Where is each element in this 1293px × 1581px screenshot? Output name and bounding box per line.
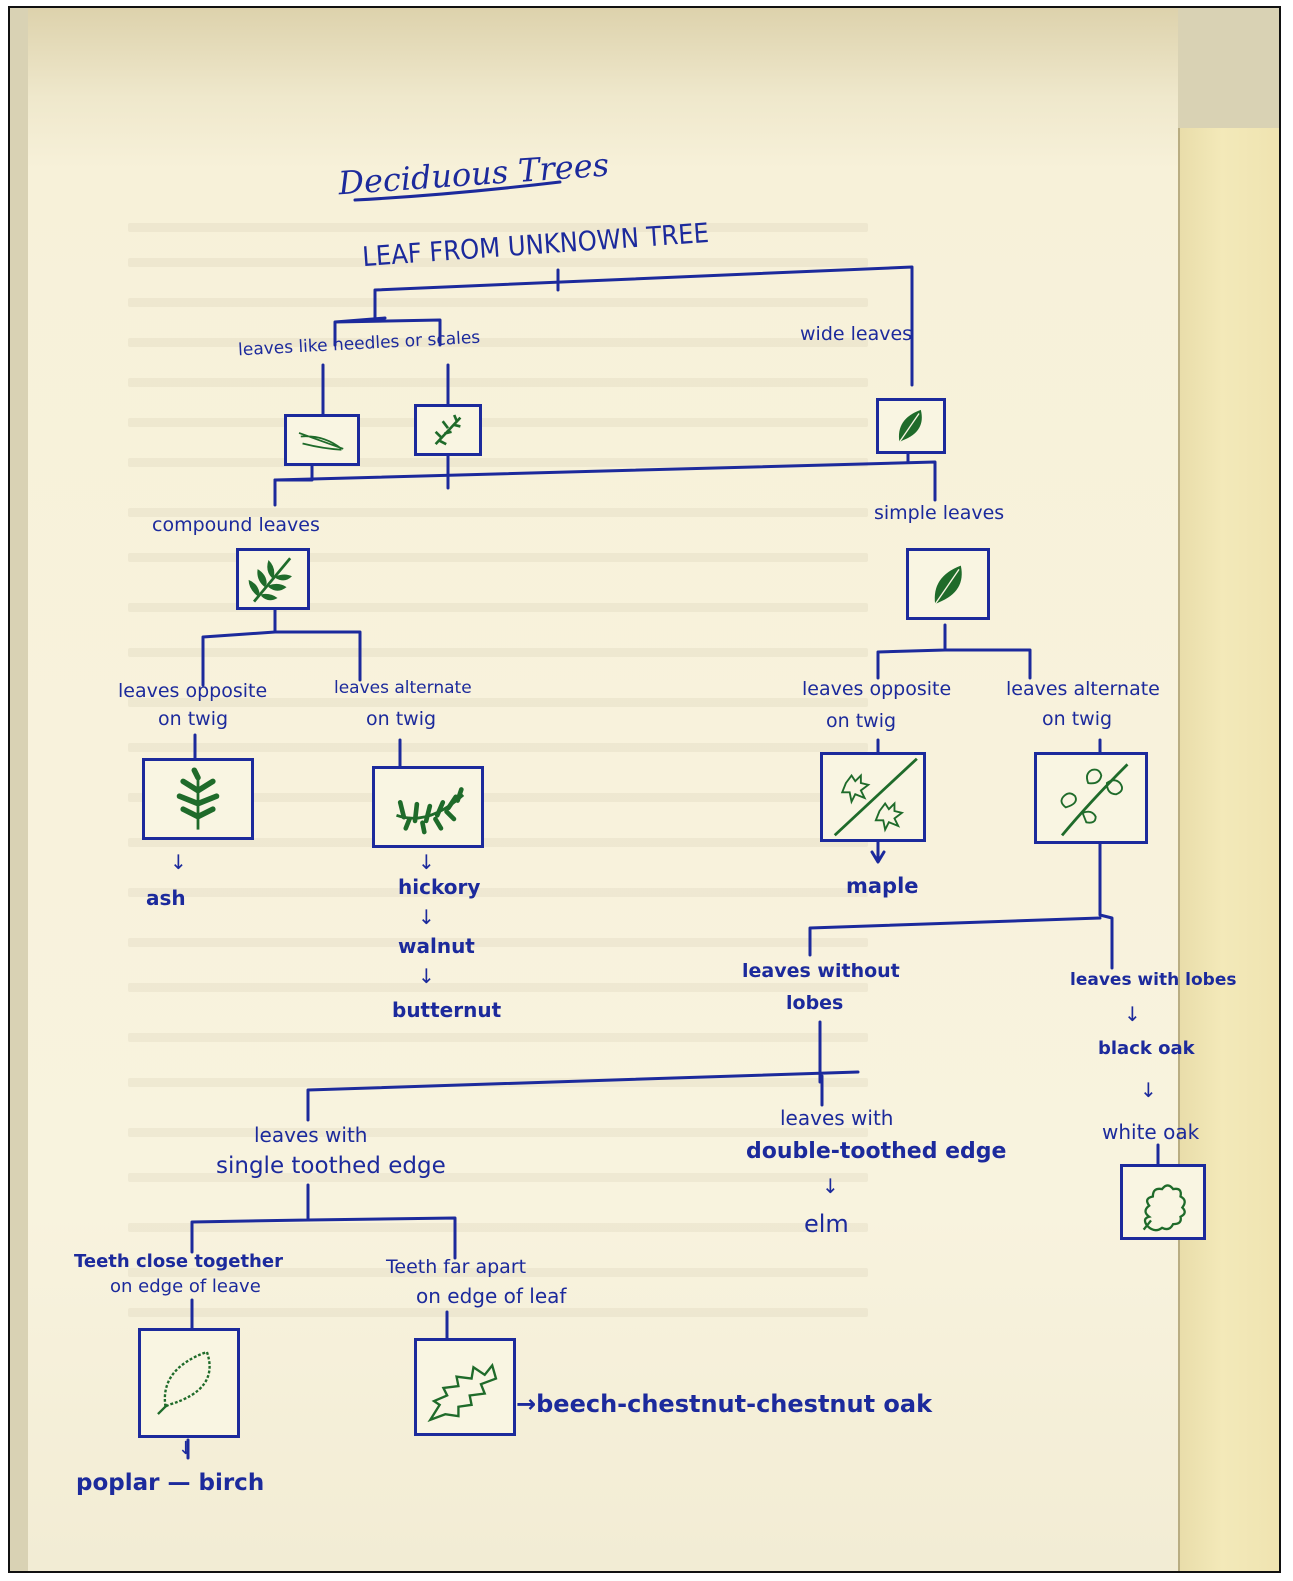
teeth-far-label-1: Teeth far apart: [386, 1256, 527, 1278]
arrow-to-white-oak: ↓: [1140, 1078, 1157, 1102]
teeth-far-label-2: on edge of leaf: [416, 1284, 567, 1308]
branch-wide-label: wide leaves: [800, 323, 913, 345]
without-lobes-label-1: leaves without: [742, 960, 900, 982]
broad-leaf-icon: [898, 409, 922, 443]
without-lobes-label-2: lobes: [786, 992, 844, 1014]
simple-leaf-icon: [934, 565, 962, 605]
arrow-to-elm: ↓: [822, 1174, 839, 1198]
opposite-compound-leaf-icon: [176, 767, 220, 830]
alternate-simple-leaf-icon: [1060, 763, 1129, 837]
compound-alternate-label-2: on twig: [366, 708, 437, 730]
arrow-to-hickory: ↓: [418, 850, 435, 874]
compound-alternate-label-1: leaves alternate: [334, 678, 472, 698]
arrow-to-walnut: ↓: [418, 905, 435, 929]
tree-white-oak-label: white oak: [1102, 1120, 1200, 1144]
tree-hickory-label: hickory: [398, 875, 481, 899]
close-teeth-leaf-icon: [157, 1350, 211, 1415]
compound-opposite-label-2: on twig: [158, 708, 229, 730]
simple-leaf-box: [906, 548, 990, 620]
simple-opposite-label-2: on twig: [826, 710, 897, 732]
with-lobes-label: leaves with lobes: [1070, 970, 1237, 990]
poplar-leaf-box: [138, 1328, 240, 1438]
needle-leaf-icon: [298, 432, 344, 451]
simple-opposite-label-1: leaves opposite: [802, 678, 952, 700]
beech-leaf-box: [414, 1338, 516, 1436]
branch-compound-label: compound leaves: [152, 514, 320, 536]
arrow-to-poplar: ↓: [178, 1438, 194, 1459]
branch-simple-label: simple leaves: [874, 502, 1005, 524]
tree-maple-label: maple: [846, 874, 919, 898]
teeth-close-label-2: on edge of leave: [110, 1276, 261, 1297]
arrow-to-black-oak: ↓: [1124, 1002, 1141, 1026]
white-oak-leaf-box: [1120, 1164, 1206, 1240]
opposite-simple-leaf-icon: [833, 757, 918, 837]
arrow-to-butternut: ↓: [418, 964, 435, 988]
tree-elm-label: elm: [804, 1210, 849, 1238]
next-page-edge: [1178, 128, 1279, 1571]
single-toothed-label-2: single toothed edge: [216, 1153, 446, 1179]
wide-leaf-box: [876, 398, 946, 454]
tree-butternut-label: butternut: [392, 998, 502, 1022]
compound-opposite-label-1: leaves opposite: [118, 680, 268, 702]
ash-leaf-box: [142, 758, 254, 840]
teeth-close-label-1: Teeth close together: [74, 1251, 283, 1272]
tree-walnut-label: walnut: [398, 934, 475, 958]
oak-twig-box: [1034, 752, 1148, 844]
compound-leaf-box: [236, 548, 310, 610]
double-toothed-label-2: double-toothed edge: [746, 1139, 1007, 1164]
simple-alternate-label-1: leaves alternate: [1006, 678, 1160, 700]
alternate-compound-leaf-icon: [396, 787, 465, 835]
maple-leaf-box: [820, 752, 926, 842]
scale-leaf-icon: [434, 414, 462, 446]
arrow-to-ash: ↓: [170, 850, 187, 874]
scale-leaf-box: [414, 404, 482, 456]
hickory-leaf-box: [372, 766, 484, 848]
double-toothed-label-1: leaves with: [780, 1106, 894, 1130]
tree-black-oak-label: black oak: [1098, 1038, 1195, 1059]
simple-alternate-label-2: on twig: [1042, 708, 1113, 730]
single-toothed-label-1: leaves with: [254, 1123, 368, 1147]
lobed-oak-leaf-icon: [1142, 1184, 1186, 1232]
tree-beech-chestnut-label: →beech-chestnut-chestnut oak: [516, 1390, 933, 1418]
compound-leaf-icon: [248, 557, 292, 603]
tree-ash-label: ash: [146, 886, 186, 910]
far-teeth-leaf-icon: [427, 1362, 498, 1423]
tree-poplar-birch-label: poplar — birch: [76, 1470, 265, 1496]
needle-leaf-box: [284, 414, 360, 466]
